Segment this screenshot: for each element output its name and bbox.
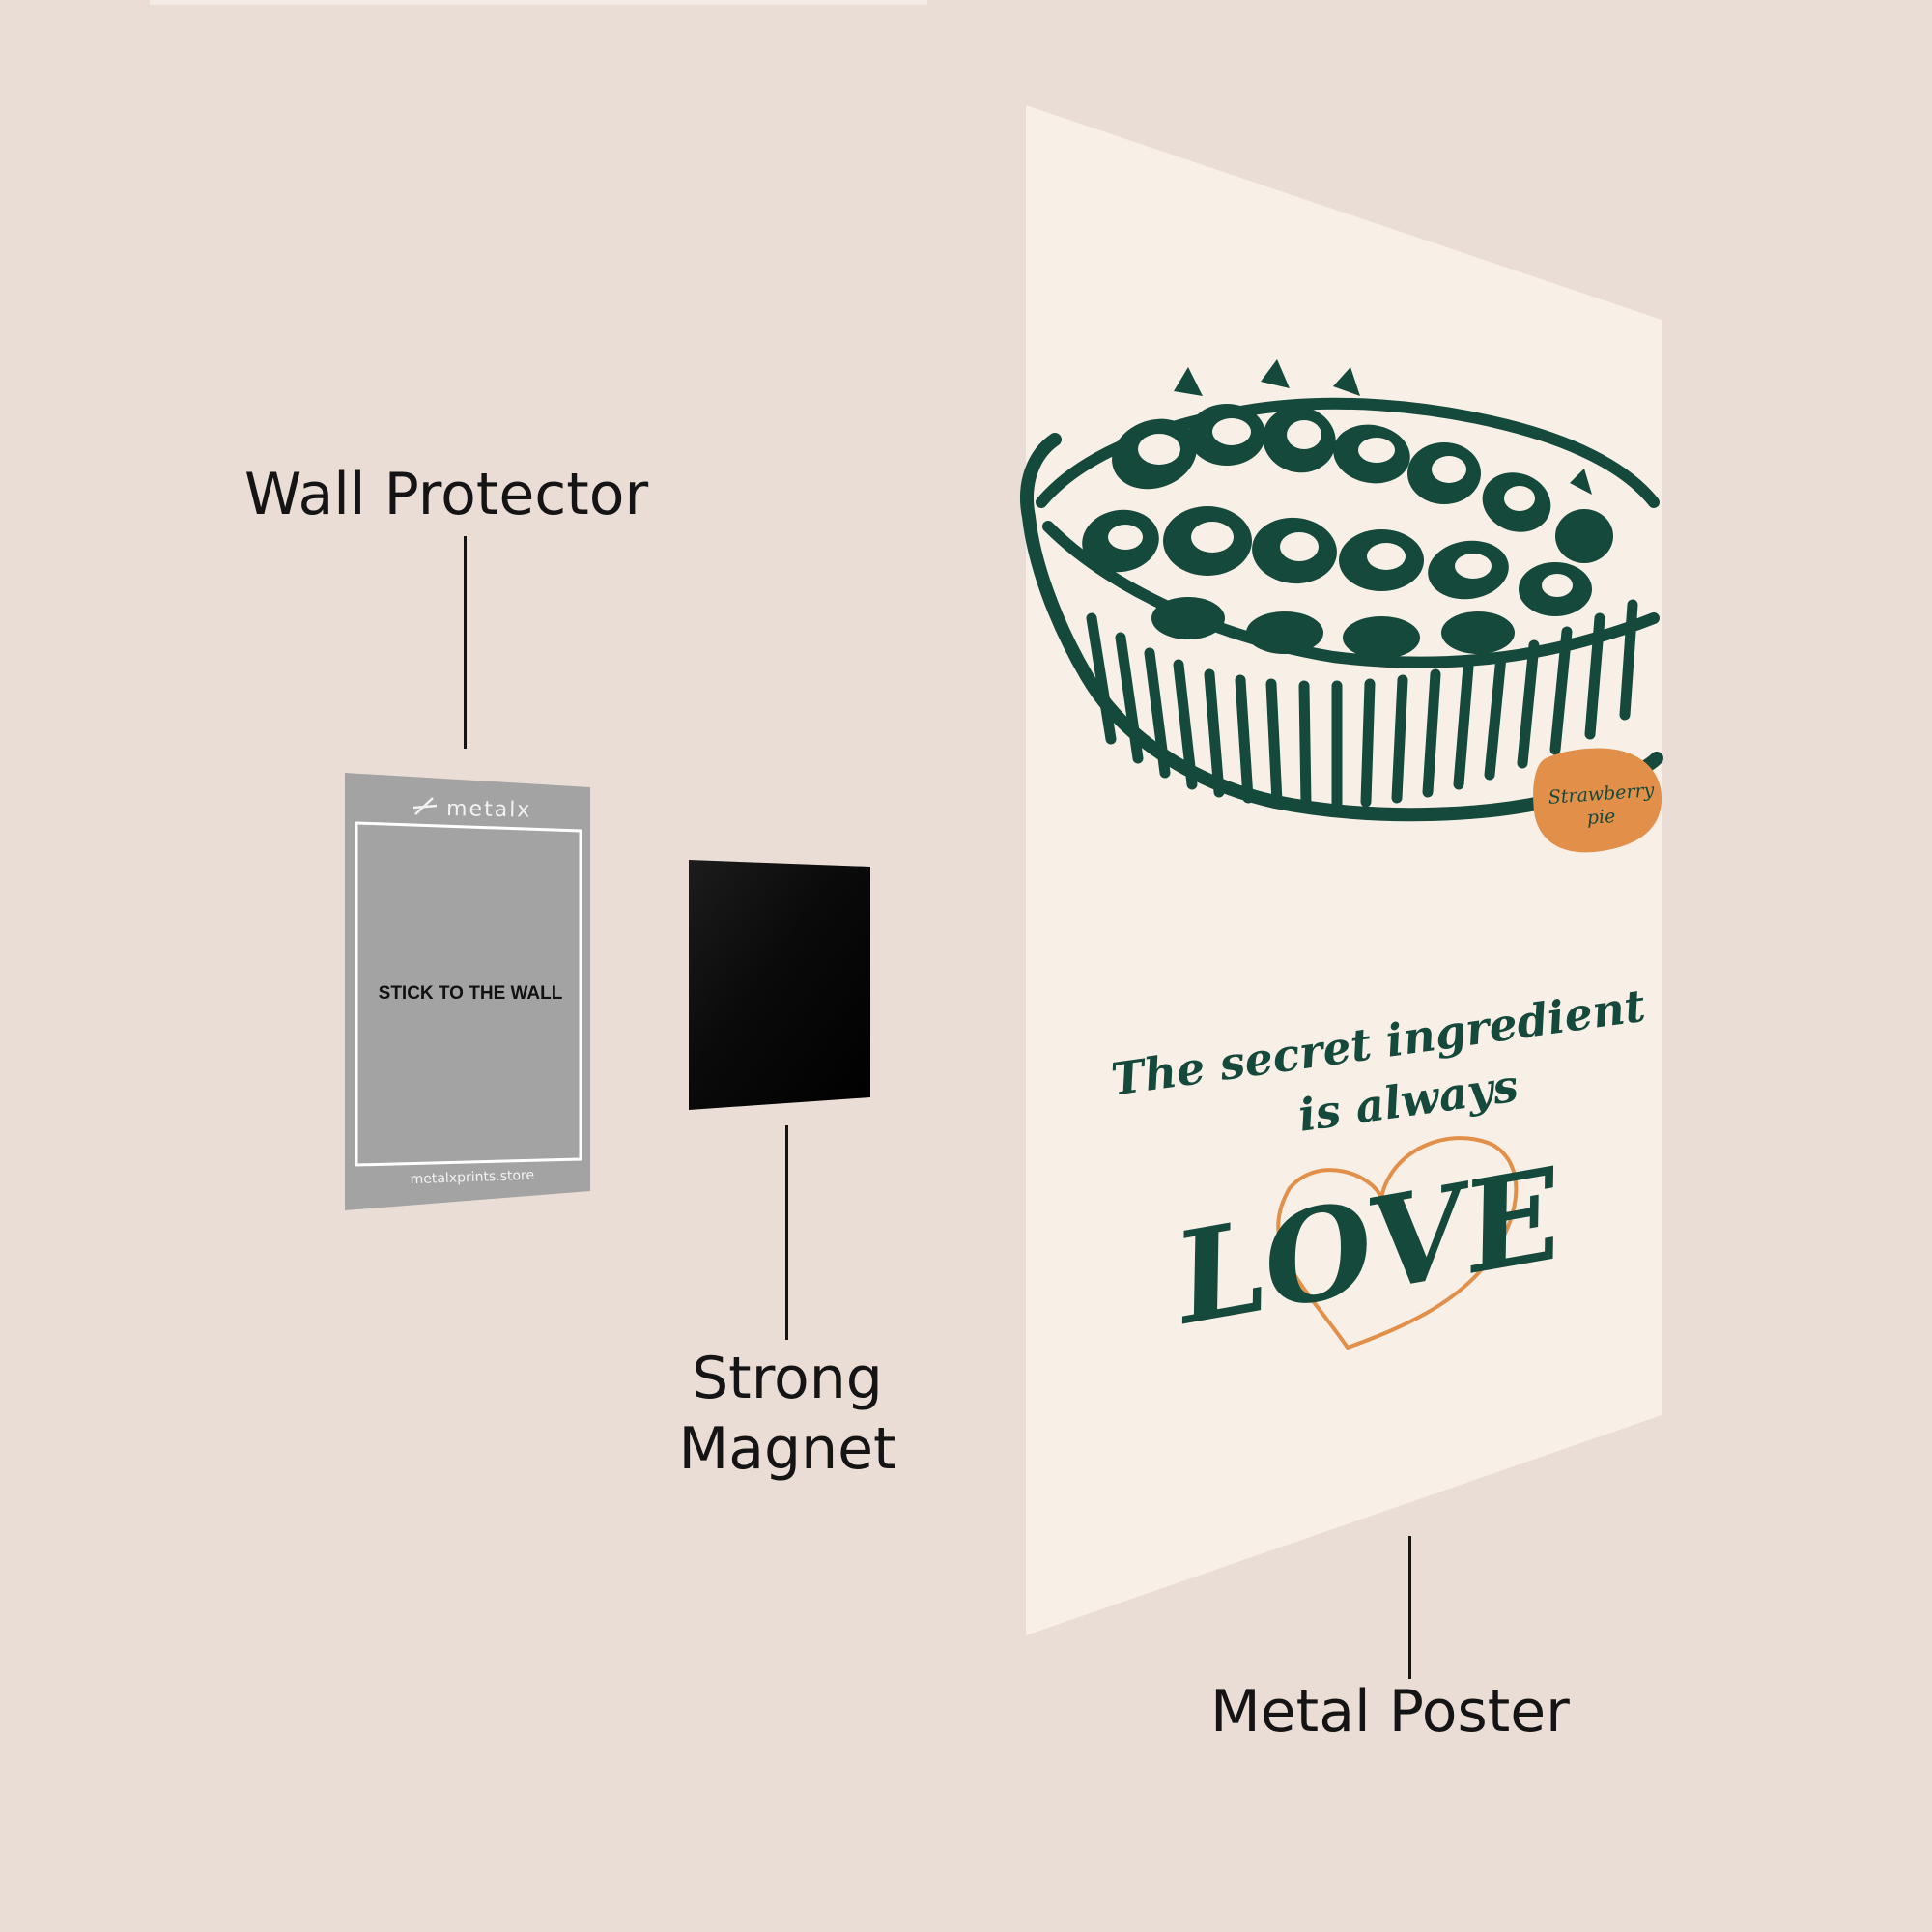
strawberry-pie-drawing [1020,359,1663,822]
wall-protector-leader-line [464,536,467,749]
wall-protector: metalx STICK TO THE WALL metalxprints.st… [345,773,590,1210]
strong-magnet-label-line2: Magnet [678,1415,896,1484]
strong-magnet-label: Strong Magnet [667,1344,908,1485]
protector-brand: metalx [446,797,532,823]
strong-magnet-leader-line [785,1125,788,1340]
strong-magnet-label-line1: Strong [692,1345,883,1412]
top-edge-strip [150,0,927,5]
protector-instruction: STICK TO THE WALL [379,983,563,1004]
metal-poster-leader-line [1408,1536,1411,1679]
heart-outline-icon [1276,1136,1519,1350]
badge-line2: pie [1586,806,1616,829]
metal-poster-label: Metal Poster [1210,1678,1570,1746]
wall-protector-label: Wall Protector [244,461,649,528]
strong-magnet [689,860,870,1110]
protector-website: metalxprints.store [410,1168,534,1187]
metal-poster: Strawberry pie The secret ingredient is … [1020,105,1663,1635]
metalx-logo-icon [412,797,438,815]
strawberry-pie-badge: Strawberry pie [1533,748,1662,853]
